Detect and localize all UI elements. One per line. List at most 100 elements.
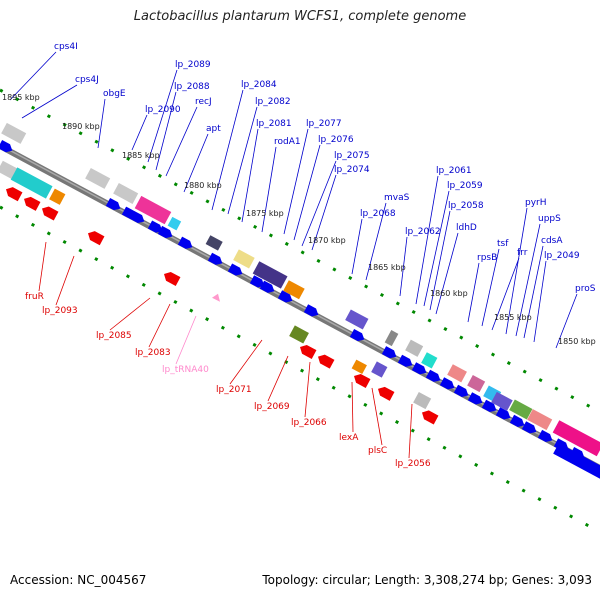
gene-feature-box [205,235,223,251]
gene-labels: cps4Icps4JobgElp_2090lp_2089lp_2088recJa… [25,42,596,469]
leader-line [555,293,578,349]
gene-label-lp-2093: lp_2093 [42,306,78,316]
reverse-gene-arrow [378,386,395,401]
gene-label-mvas: mvaS [384,193,410,203]
gene-label-lp-2058: lp_2058 [448,201,484,211]
gene-feature-box [283,280,305,300]
tick-label: 1850 kbp [558,337,596,346]
leader-line [481,248,500,327]
forward-gene-arrow [249,275,265,288]
gene-feature-box [49,188,66,205]
gene-feature-box [509,399,533,420]
gene-feature-box [552,420,600,457]
leader-line [267,355,289,402]
leader-line [147,69,178,163]
leader-line [311,174,337,251]
leader-line [175,315,197,365]
leader-line [261,146,277,233]
leader-line [371,387,383,446]
gene-label-lp-2071: lp_2071 [216,385,252,395]
leader-line [97,98,106,149]
gene-label-lp-2085: lp_2085 [96,331,132,341]
leader-line [183,133,209,193]
accession-text: Accession: NC_004567 [10,573,147,587]
leader-line [365,202,387,281]
gene-label-frur: fruR [25,292,44,302]
leader-line [165,106,198,177]
forward-gene-arrow [349,328,365,342]
gene-label-lp-2075: lp_2075 [334,151,370,161]
leader-line [491,257,520,331]
leader-line [148,303,171,348]
gene-label-lp-2068: lp_2068 [360,209,396,219]
tick-label: 1865 kbp [368,263,406,272]
leader-line [515,223,541,337]
leader-line [131,114,148,151]
leader-line [301,160,337,247]
gene-label-lp-2081: lp_2081 [256,119,292,129]
gene-feature-box [527,409,553,431]
gene-label-lp-2049: lp_2049 [544,251,580,261]
leader-line [408,403,413,459]
reverse-gene-arrow [318,354,335,369]
forward-gene-arrow [129,210,145,224]
genome-title: Lactobacillus plantarum WCFS1, complete … [133,9,467,24]
gene-feature-box [1,122,27,144]
gene-label-lp-2088: lp_2088 [174,82,210,92]
gene-feature-box [351,359,367,375]
reverse-gene-arrow [24,196,41,211]
gene-feature-box [405,339,424,357]
tick-label: 1885 kbp [122,151,160,160]
gene-label-lp-2090: lp_2090 [145,105,181,115]
forward-gene-arrow [381,346,397,359]
forward-gene-arrow [397,354,413,367]
gene-label-cps4i: cps4I [54,42,78,52]
gene-label-lp-2076: lp_2076 [318,135,354,145]
gene-label-lp-2077: lp_2077 [306,119,342,129]
gene-label-lp-2083: lp_2083 [135,348,171,358]
tick-label: 1895 kbp [2,93,40,102]
gene-label-rpsb: rpsB [477,253,497,263]
forward-gene-arrow [0,140,13,153]
leader-line [38,241,47,292]
reverse-gene-arrow [300,344,317,359]
leader-line [423,190,450,307]
reverse-gene-arrow [164,271,181,286]
gene-label-recj: recJ [195,97,212,107]
gene-feature-box [384,330,399,347]
gene-label-lp-2069: lp_2069 [254,402,290,412]
trna-marker [212,293,220,302]
gene-label-ldhd: ldhD [456,223,477,233]
gene-label-plsc: plsC [368,446,387,456]
forward-gene-arrow [227,263,243,276]
gene-label-apt: apt [206,124,221,134]
reverse-gene-arrow [88,231,105,246]
leader-line [429,210,451,311]
gene-label-frr: frr [517,248,528,258]
forward-gene-arrow [177,236,193,249]
forward-gene-arrow [207,252,223,265]
forward-gene-arrow [481,399,497,412]
gene-features [0,122,600,483]
leader-line [523,245,544,339]
forward-gene-arrow [453,384,469,397]
leader-line [227,106,258,215]
tick-label: 1875 kbp [246,209,284,218]
gene-label-pyrh: pyrH [525,198,547,208]
gene-label-lp-2066: lp_2066 [291,418,327,428]
leader-line [533,260,547,343]
tick-label: 1890 kbp [62,122,100,131]
leader-line [21,84,78,119]
gene-label-lp-2082: lp_2082 [255,97,291,107]
leader-line [505,207,528,335]
gene-label-lp-2062: lp_2062 [405,227,441,237]
gene-label-lp-2084: lp_2084 [241,80,277,90]
leader-line [467,262,480,323]
gene-label-lp-2089: lp_2089 [175,60,211,70]
tick-label: 1870 kbp [308,236,346,245]
forward-gene-arrow [521,421,537,434]
forward-gene-arrow [467,392,483,405]
reverse-gene-arrow [41,206,59,221]
